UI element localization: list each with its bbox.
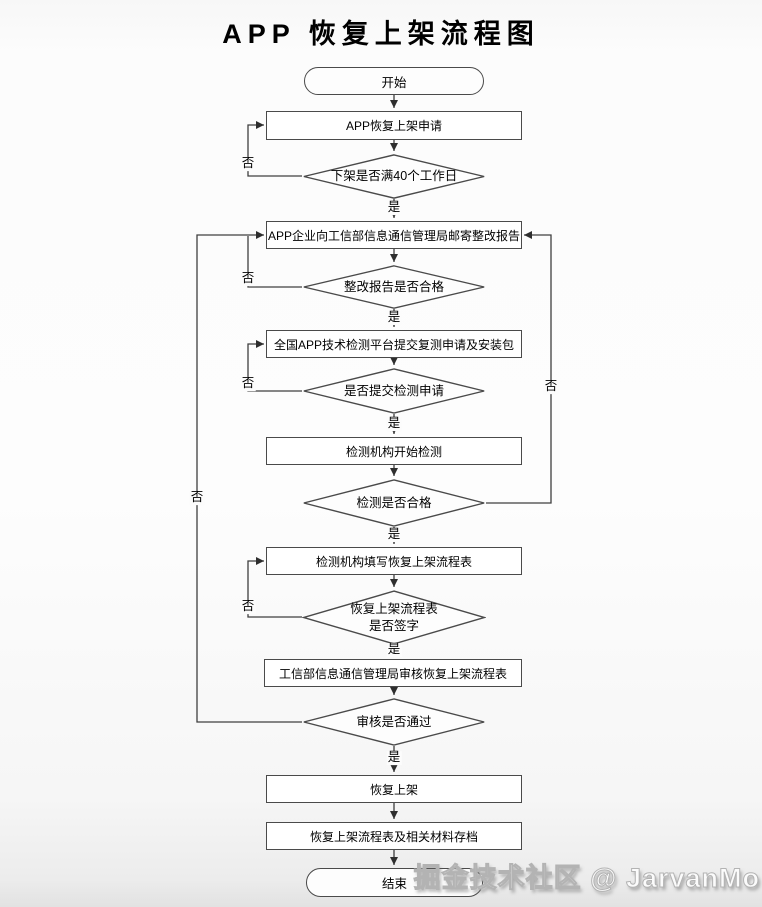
decision-test-passed: 检测是否合格 bbox=[302, 479, 486, 527]
start-label: 开始 bbox=[381, 75, 407, 90]
diamond-shape-icon bbox=[302, 265, 486, 309]
diamond-shape-icon bbox=[302, 479, 486, 527]
start-node: 开始 bbox=[304, 67, 484, 95]
step-review-form-label: 工信部信息通信管理局审核恢复上架流程表 bbox=[278, 666, 507, 681]
step-mail-report: APP企业向工信部信息通信管理局邮寄整改报告 bbox=[266, 221, 522, 249]
page-title: APP 恢复上架流程图 bbox=[222, 19, 540, 49]
step-submit-retest: 全国APP技术检测平台提交复测申请及安装包 bbox=[266, 330, 522, 358]
step-apply-label: APP恢复上架申请 bbox=[345, 119, 442, 133]
step-fill-form-label: 检测机构填写恢复上架流程表 bbox=[315, 554, 472, 569]
no-label: 否 bbox=[543, 379, 559, 394]
step-submit-retest-label: 全国APP技术检测平台提交复测申请及安装包 bbox=[273, 337, 514, 352]
decision-offline-40-days: 下架是否满40个工作日 bbox=[302, 154, 486, 199]
decision-review-passed-label: 审核是否通过 bbox=[356, 714, 432, 729]
decision-report-qualified-label: 整改报告是否合格 bbox=[343, 279, 444, 294]
step-fill-form: 检测机构填写恢复上架流程表 bbox=[266, 547, 522, 575]
step-testing-starts-label: 检测机构开始检测 bbox=[345, 444, 442, 459]
yes-label: 是 bbox=[386, 527, 402, 542]
decision-test-passed-label: 检测是否合格 bbox=[356, 495, 432, 510]
step-archive: 恢复上架流程表及相关材料存档 bbox=[266, 822, 522, 850]
end-node: 结束 bbox=[306, 868, 483, 897]
no-label: 否 bbox=[240, 156, 256, 171]
diamond-shape-icon bbox=[302, 368, 486, 414]
decision-review-passed: 审核是否通过 bbox=[302, 698, 486, 746]
decision-form-signed: 恢复上架流程表 是否签字 bbox=[302, 590, 486, 645]
yes-label: 是 bbox=[386, 200, 402, 215]
decision-report-qualified: 整改报告是否合格 bbox=[302, 265, 486, 309]
step-archive-label: 恢复上架流程表及相关材料存档 bbox=[309, 829, 478, 844]
decision-offline-40-days-label: 下架是否满40个工作日 bbox=[330, 169, 458, 184]
step-relist-label: 恢复上架 bbox=[369, 782, 418, 797]
step-mail-report-label: APP企业向工信部信息通信管理局邮寄整改报告 bbox=[267, 228, 520, 243]
step-relist: 恢复上架 bbox=[266, 775, 522, 803]
yes-label: 是 bbox=[386, 310, 402, 325]
watermark: 掘金技术社区 @ JarvanMo bbox=[413, 863, 760, 894]
no-label: 否 bbox=[240, 376, 256, 391]
decision-test-request-submitted-label: 是否提交检测申请 bbox=[343, 383, 444, 398]
yes-label: 是 bbox=[386, 750, 402, 765]
no-label: 否 bbox=[240, 599, 256, 614]
diamond-shape-icon bbox=[302, 154, 486, 199]
step-testing-starts: 检测机构开始检测 bbox=[266, 437, 522, 465]
end-label: 结束 bbox=[381, 877, 407, 891]
decision-test-request-submitted: 是否提交检测申请 bbox=[302, 368, 486, 414]
diamond-shape-icon bbox=[302, 698, 486, 746]
step-apply: APP恢复上架申请 bbox=[266, 111, 522, 140]
yes-label: 是 bbox=[386, 416, 402, 431]
no-label: 否 bbox=[189, 490, 205, 505]
yes-label: 是 bbox=[386, 642, 402, 657]
no-label: 否 bbox=[240, 271, 256, 286]
step-review-form: 工信部信息通信管理局审核恢复上架流程表 bbox=[264, 659, 522, 687]
decision-form-signed-label: 恢复上架流程表 是否签字 bbox=[350, 601, 438, 633]
